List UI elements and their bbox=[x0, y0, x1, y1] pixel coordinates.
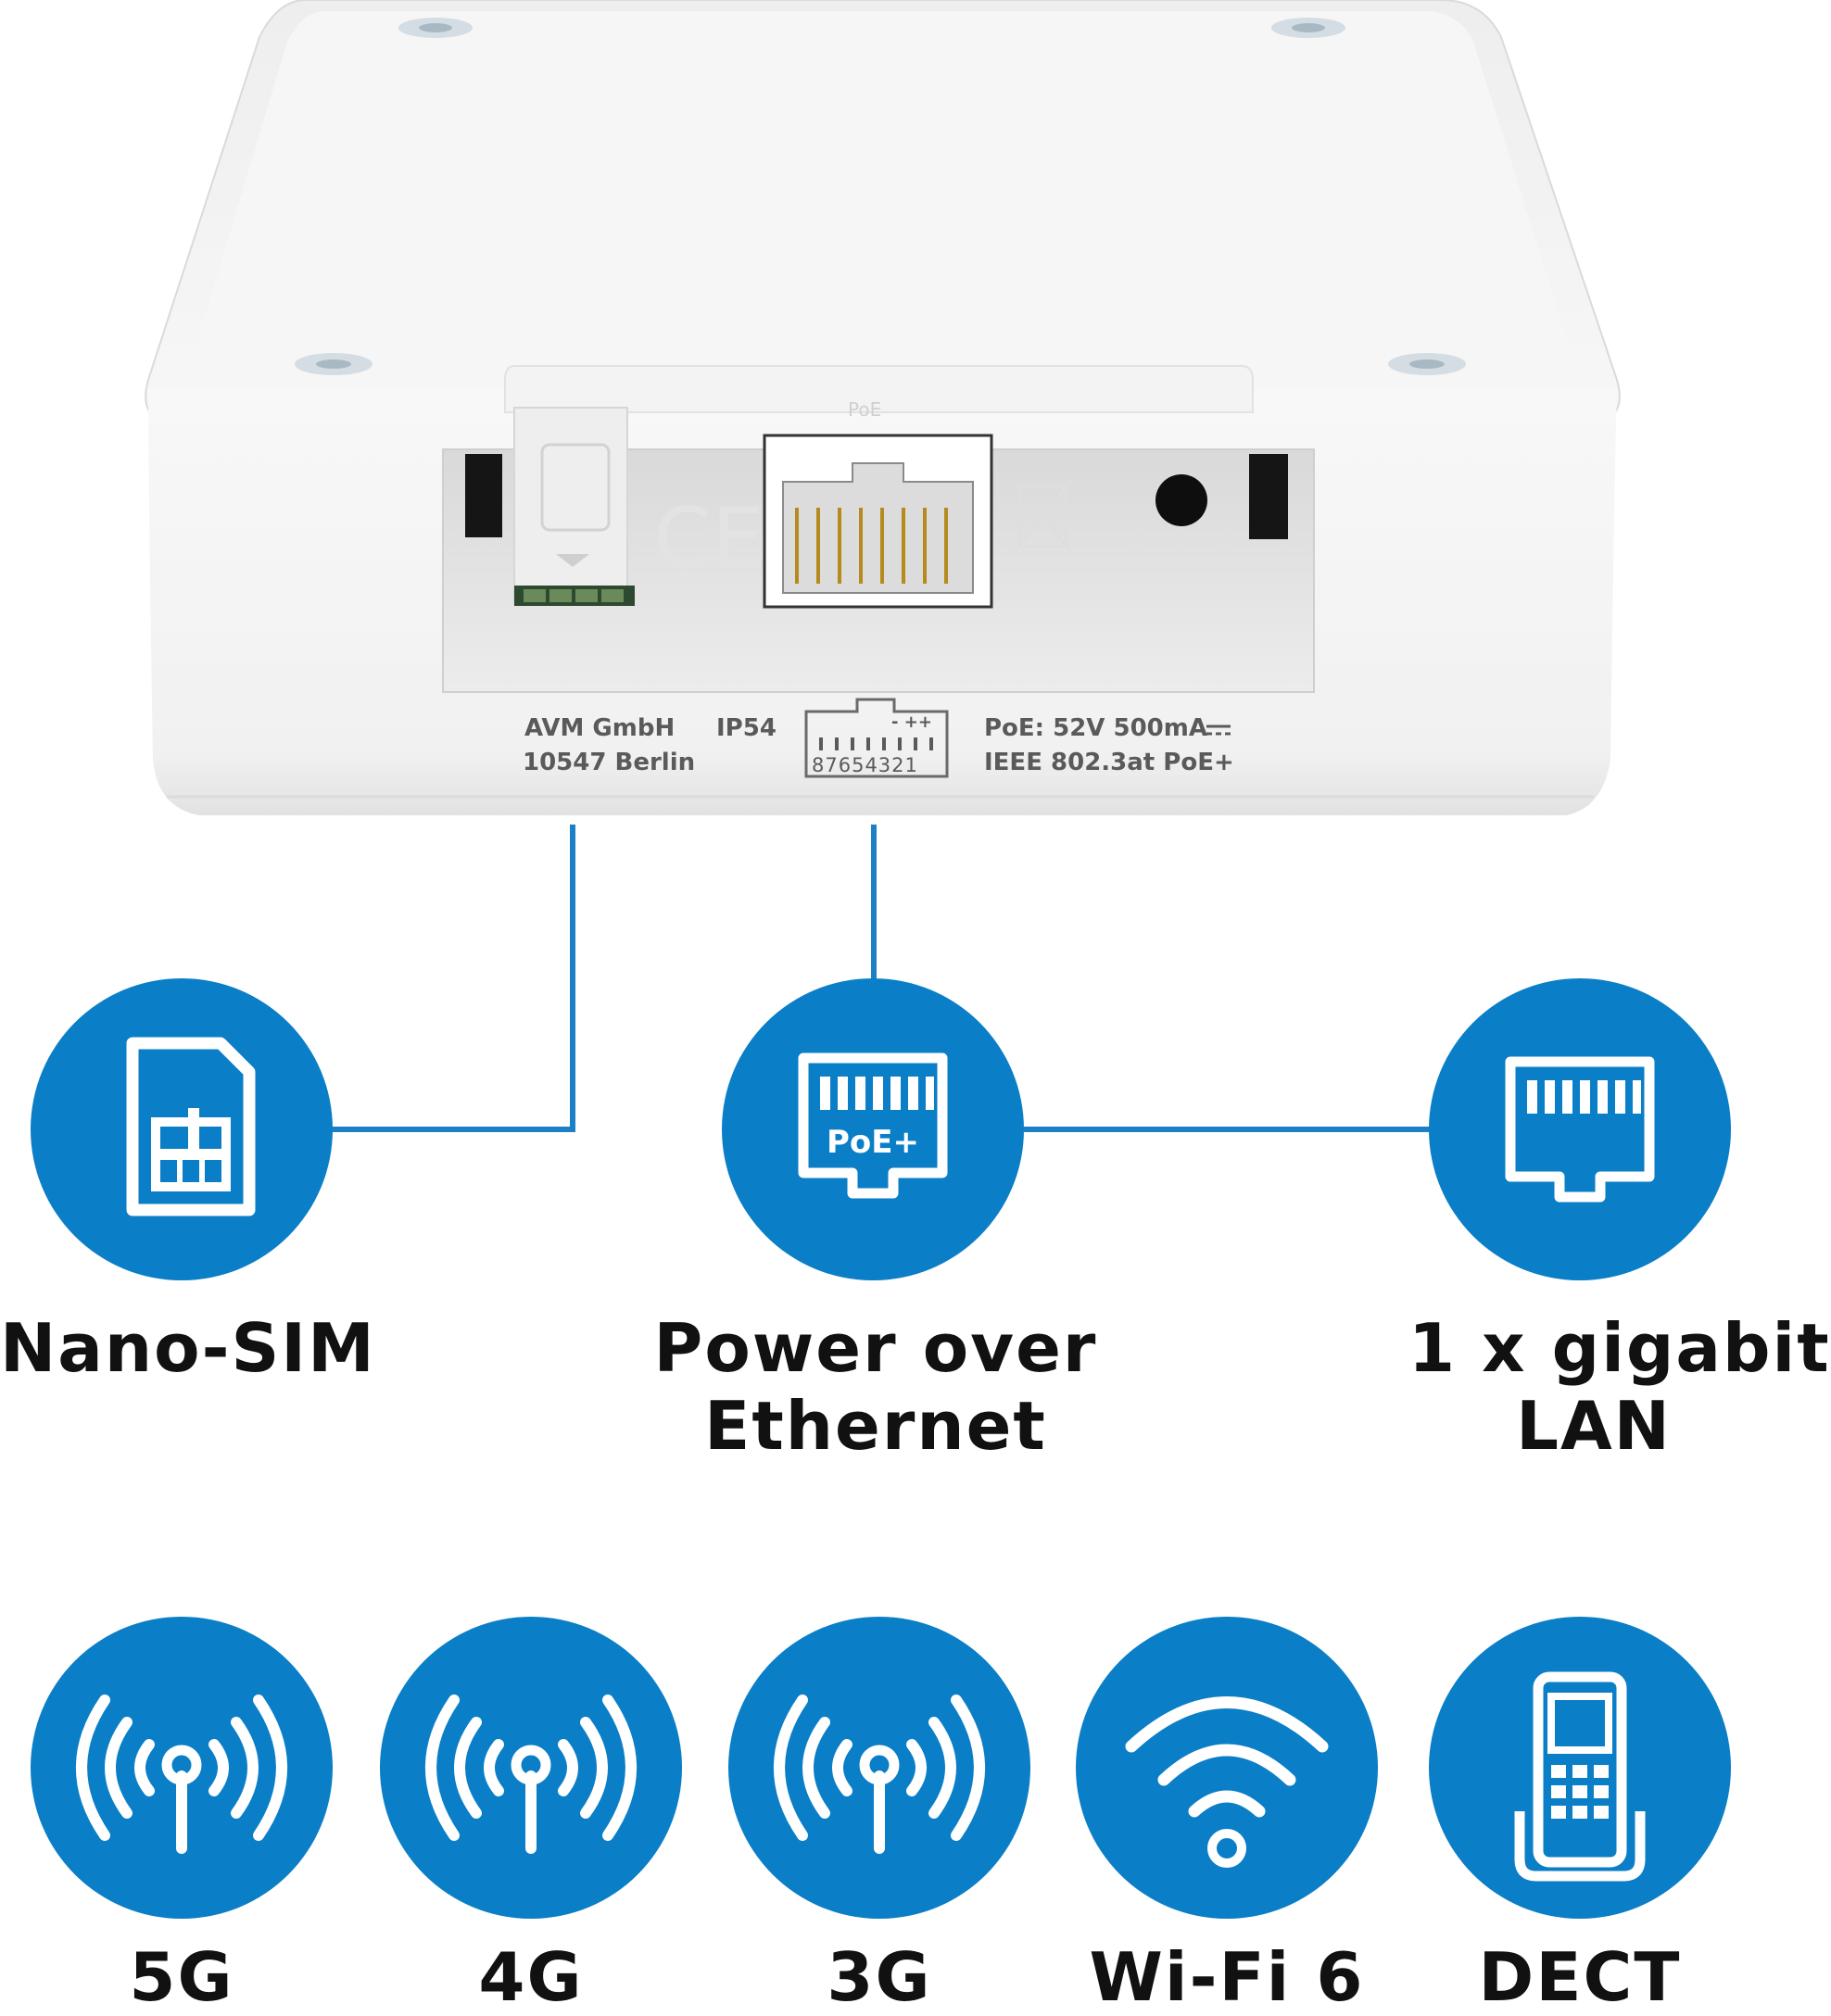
lan-label-line1: 1 x gigabit bbox=[1408, 1309, 1831, 1387]
4g-badge bbox=[380, 1617, 682, 1919]
wifi-icon bbox=[1125, 1696, 1329, 1868]
antenna-signal-icon bbox=[76, 1695, 287, 1854]
svg-text:CE: CE bbox=[653, 490, 764, 587]
poe-label-line1: Power over bbox=[653, 1309, 1098, 1387]
5g-label: 5G bbox=[129, 1938, 234, 2016]
lan-port-icon bbox=[1505, 1056, 1655, 1203]
poe-label-line2: Ethernet bbox=[704, 1387, 1047, 1465]
gigabit-lan-badge bbox=[1429, 978, 1731, 1280]
dect-phone-icon bbox=[1514, 1671, 1646, 1882]
poe-port-icon: PoE+ bbox=[798, 1052, 948, 1199]
nano-sim-badge bbox=[31, 978, 333, 1280]
connector-poe-vertical bbox=[871, 825, 877, 982]
antenna-signal-icon bbox=[425, 1695, 637, 1854]
dect-badge bbox=[1429, 1617, 1731, 1919]
3g-badge bbox=[728, 1617, 1030, 1919]
sim-card-icon bbox=[126, 1037, 256, 1216]
nano-sim-label: Nano-SIM bbox=[0, 1309, 376, 1387]
wifi6-label: Wi-Fi 6 bbox=[1089, 1938, 1365, 2016]
poe-standard: IEEE 802.3at PoE+ bbox=[984, 749, 1234, 776]
5g-badge bbox=[31, 1617, 333, 1919]
ip-rating: IP54 bbox=[716, 714, 777, 742]
port-label: PoE bbox=[848, 398, 882, 421]
poe-icon-text: PoE+ bbox=[827, 1124, 919, 1161]
poe-rating: PoE: 52V 500mA bbox=[984, 714, 1207, 742]
poe-badge: PoE+ bbox=[722, 978, 1024, 1280]
connector-sim-vertical bbox=[570, 825, 575, 1132]
4g-label: 4G bbox=[478, 1938, 584, 2016]
manufacturer-name: AVM GmbH bbox=[524, 714, 676, 742]
connector-poe-lan bbox=[1024, 1127, 1436, 1132]
device-illustration: CE bbox=[145, 0, 1621, 815]
3g-label: 3G bbox=[827, 1938, 932, 2016]
manufacturer-address: 10547 Berlin bbox=[523, 749, 696, 776]
lan-label-line2: LAN bbox=[1516, 1387, 1672, 1465]
antenna-signal-icon bbox=[774, 1695, 985, 1854]
wifi6-badge bbox=[1076, 1617, 1378, 1919]
connector-sim-horizontal bbox=[324, 1127, 575, 1132]
pin-numbers: 87654321 bbox=[812, 754, 918, 776]
pin-signs: - ++ bbox=[891, 712, 932, 732]
dect-label: DECT bbox=[1478, 1938, 1682, 2016]
